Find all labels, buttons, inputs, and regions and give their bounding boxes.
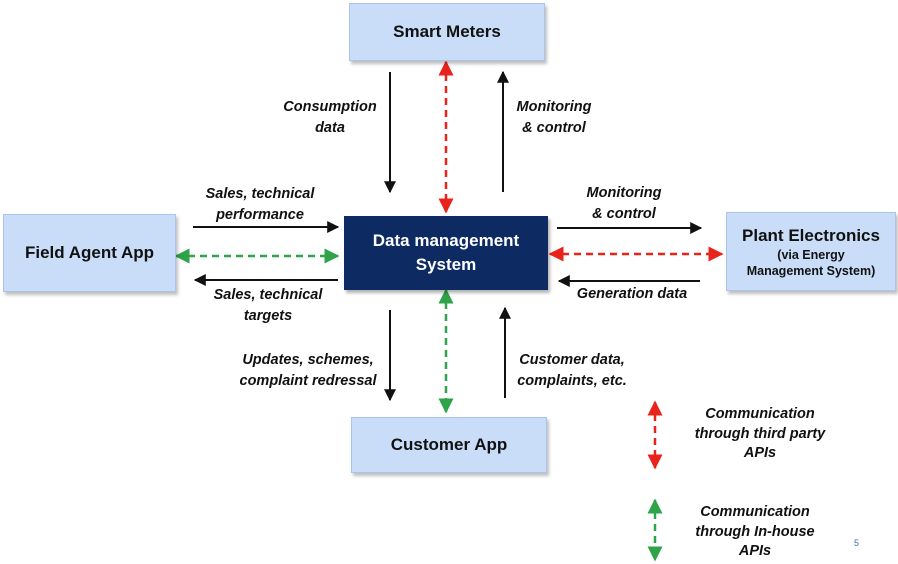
plant-electronics-title: Plant Electronics [742,225,880,245]
sales-performance-label: Sales, technical performance [205,186,315,223]
sales-targets-label: Sales, technical targets [213,287,323,324]
dms-title-line2: System [415,255,477,274]
legend-third-party-text: Communication through third party APIs [694,406,826,461]
customer-app-title: Customer App [390,435,508,454]
field-agent-app-node: Field Agent App [3,214,176,292]
plant-electronics-sub-line1: (via Energy [777,247,845,262]
customer-data-label: Customer data, complaints, etc. [517,352,627,389]
customer-app-node: Customer App [351,417,547,473]
generation-data-label: Generation data [576,286,688,302]
smart-meters-node: Smart Meters [349,3,545,61]
smart-meters-title: Smart Meters [393,22,501,41]
consumption-data-label: Consumption data [283,99,377,136]
page-number: 5 [854,538,860,548]
updates-schemes-label: Updates, schemes, complaint redressal [239,352,377,389]
dms-title-line1: Data management [372,231,520,250]
monitoring-control-top-label: Monitoring & control [516,99,592,136]
data-management-system-node: Data management System [344,216,548,290]
legend-in-house-text: Communication through In-house APIs [695,504,815,559]
field-agent-app-title: Field Agent App [24,243,155,262]
plant-electronics-sub-line2: Management System) [746,263,876,278]
plant-electronics-node: Plant Electronics (via Energy Management… [726,212,896,291]
monitoring-control-right-label: Monitoring & control [586,185,662,222]
